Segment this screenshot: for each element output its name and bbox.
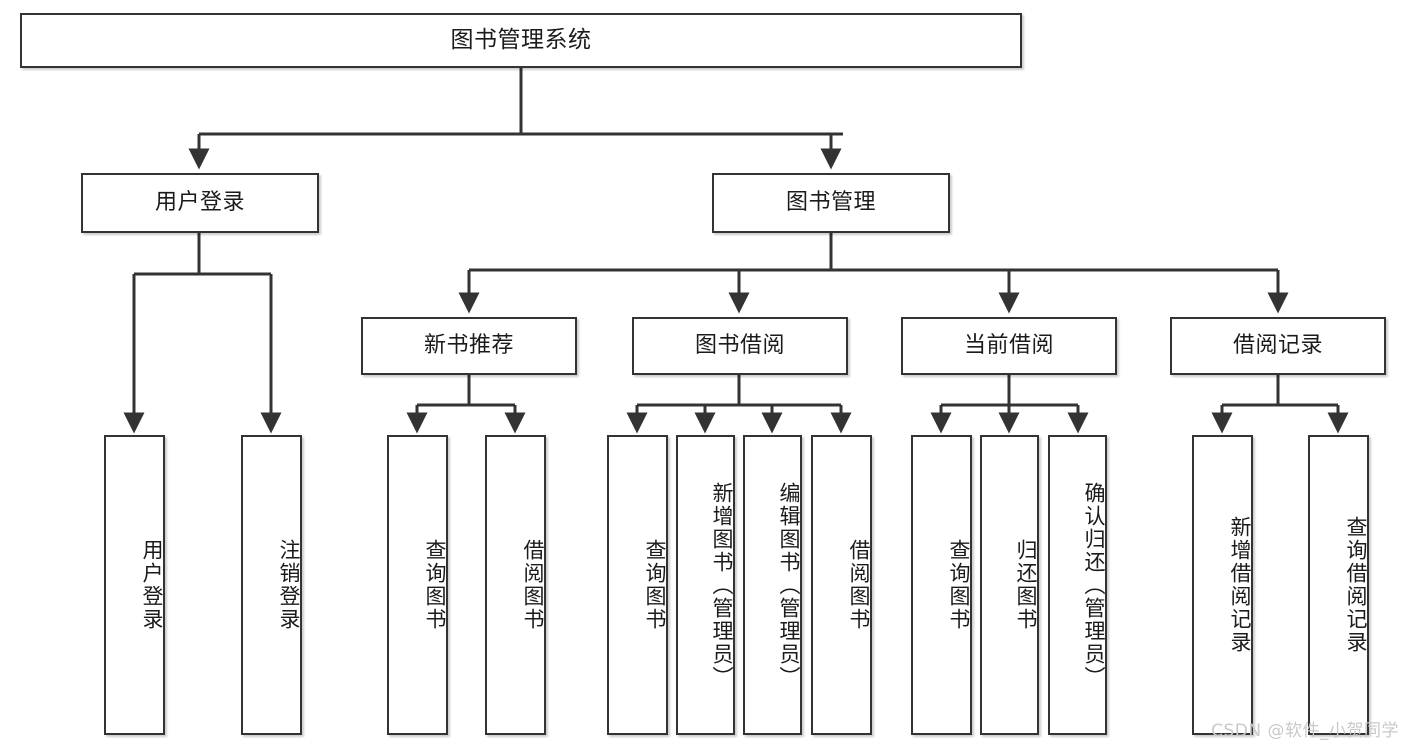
watermark-text: CSDN @软件_小贺同学 bbox=[1211, 721, 1399, 741]
node-leaf-query-book-2-label: 查询图书 bbox=[643, 539, 667, 631]
node-book-manage-label: 图书管理 bbox=[785, 190, 876, 216]
node-leaf-query-borrow-record-label: 查询借阅记录 bbox=[1344, 516, 1368, 654]
node-current-borrow[interactable]: 当前借阅 bbox=[901, 317, 1117, 375]
node-user-login-label: 用户登录 bbox=[154, 190, 245, 216]
node-leaf-confirm-return-admin[interactable]: 确认归还（管理员） bbox=[1048, 435, 1107, 735]
node-title-label: 图书管理系统 bbox=[450, 27, 592, 54]
node-leaf-user-login[interactable]: 用户登录 bbox=[104, 435, 165, 735]
node-leaf-add-borrow-record-label: 新增借阅记录 bbox=[1228, 516, 1252, 654]
node-leaf-logout-login[interactable]: 注销登录 bbox=[241, 435, 302, 735]
node-leaf-query-book-2[interactable]: 查询图书 bbox=[607, 435, 668, 735]
node-leaf-confirm-return-admin-label: 确认归还（管理员） bbox=[1082, 481, 1106, 689]
node-leaf-query-borrow-record[interactable]: 查询借阅记录 bbox=[1308, 435, 1369, 735]
node-leaf-query-book-3-label: 查询图书 bbox=[947, 539, 971, 631]
node-leaf-add-book-admin-label: 新增图书（管理员） bbox=[710, 481, 734, 689]
node-leaf-edit-book-admin-label: 编辑图书（管理员） bbox=[777, 481, 801, 689]
node-borrow-record[interactable]: 借阅记录 bbox=[1170, 317, 1386, 375]
node-leaf-user-login-label: 用户登录 bbox=[140, 539, 164, 631]
node-leaf-add-book-admin[interactable]: 新增图书（管理员） bbox=[676, 435, 735, 735]
node-new-book-recommend[interactable]: 新书推荐 bbox=[361, 317, 577, 375]
node-leaf-borrow-book-1-label: 借阅图书 bbox=[521, 539, 545, 631]
node-new-book-recommend-label: 新书推荐 bbox=[423, 333, 514, 359]
node-borrow-record-label: 借阅记录 bbox=[1232, 333, 1323, 359]
node-leaf-borrow-book-2[interactable]: 借阅图书 bbox=[811, 435, 872, 735]
node-leaf-borrow-book-1[interactable]: 借阅图书 bbox=[485, 435, 546, 735]
node-leaf-query-book-3[interactable]: 查询图书 bbox=[911, 435, 972, 735]
node-title-box[interactable]: 图书管理系统 bbox=[20, 13, 1022, 68]
node-leaf-query-book-1[interactable]: 查询图书 bbox=[387, 435, 448, 735]
node-current-borrow-label: 当前借阅 bbox=[963, 333, 1054, 359]
node-leaf-add-borrow-record[interactable]: 新增借阅记录 bbox=[1192, 435, 1253, 735]
node-book-borrow-label: 图书借阅 bbox=[694, 333, 785, 359]
node-book-borrow[interactable]: 图书借阅 bbox=[632, 317, 848, 375]
node-leaf-query-book-1-label: 查询图书 bbox=[423, 539, 447, 631]
node-leaf-return-book-label: 归还图书 bbox=[1014, 539, 1038, 631]
node-leaf-logout-login-label: 注销登录 bbox=[277, 539, 301, 631]
node-leaf-return-book[interactable]: 归还图书 bbox=[980, 435, 1039, 735]
node-book-manage[interactable]: 图书管理 bbox=[712, 173, 950, 233]
node-user-login[interactable]: 用户登录 bbox=[81, 173, 319, 233]
node-leaf-borrow-book-2-label: 借阅图书 bbox=[847, 539, 871, 631]
node-leaf-edit-book-admin[interactable]: 编辑图书（管理员） bbox=[743, 435, 802, 735]
